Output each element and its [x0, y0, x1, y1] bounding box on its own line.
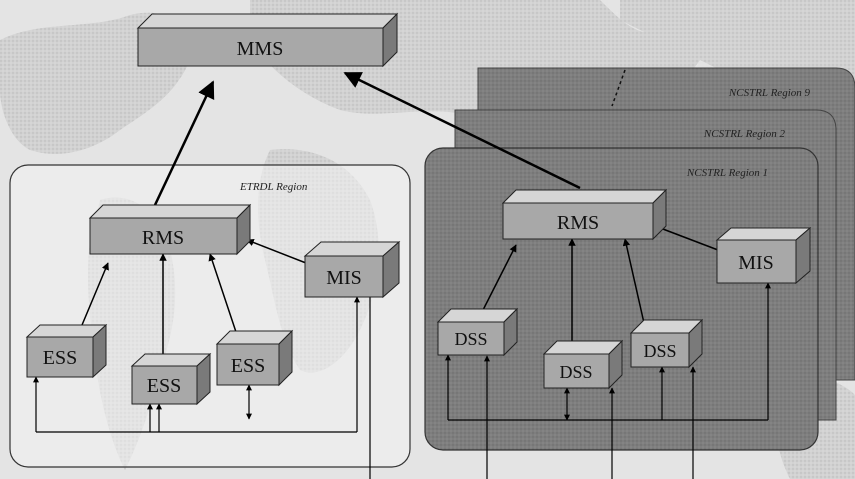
ncstrl-mis-label: MIS	[738, 252, 774, 274]
etrdl-ess-mid-label: ESS	[147, 375, 181, 397]
region-label-ncstrl-9: NCSTRL Region 9	[728, 87, 811, 99]
etrdl-ess-mid-box[interactable]: ESS	[130, 352, 212, 406]
ncstrl-dss-mid-label: DSS	[559, 362, 592, 382]
arrow-dss-left-to-rms	[481, 244, 517, 313]
mms-label: MMS	[237, 38, 284, 60]
region-label-etrdl: ETRDL Region	[239, 181, 308, 193]
etrdl-ess-right-label: ESS	[231, 355, 265, 377]
etrdl-ess-right-box[interactable]: ESS	[215, 329, 294, 387]
region-label-ncstrl-1: NCSTRL Region 1	[686, 167, 768, 179]
ncstrl-dss-right-label: DSS	[643, 341, 676, 361]
ncstrl-rms-label: RMS	[557, 212, 599, 234]
arrow-ess-right-to-rms	[208, 253, 237, 333]
ncstrl-dss-mid-box[interactable]: DSS	[542, 339, 624, 390]
etrdl-mis-label: MIS	[326, 267, 362, 289]
connectors	[33, 71, 771, 479]
etrdl-rms-box[interactable]: RMS	[88, 203, 252, 256]
arrow-mis-to-rms	[246, 238, 307, 264]
arrow-ess-left-to-rms	[81, 262, 109, 326]
region-label-ncstrl-2: NCSTRL Region 2	[703, 128, 786, 140]
arrow-etrdl-rms-to-mms	[153, 80, 215, 206]
arrow-dss-right-to-rms	[622, 238, 645, 324]
ncstrl-dss-right-box[interactable]: DSS	[629, 318, 704, 369]
etrdl-ess-left-box[interactable]: ESS	[25, 323, 108, 379]
ncstrl-dss-left-box[interactable]: DSS	[436, 307, 519, 357]
arrow-nc-rms-to-mms	[343, 71, 581, 190]
ncstrl-rms-box[interactable]: RMS	[501, 188, 668, 241]
arrow-nc-mis-to-rms	[654, 224, 719, 251]
etrdl-mis-box[interactable]: MIS	[303, 240, 401, 299]
ellipsis-divider	[611, 69, 626, 107]
ncstrl-dss-left-label: DSS	[454, 329, 487, 349]
etrdl-rms-label: RMS	[142, 227, 184, 249]
ncstrl-mis-box[interactable]: MIS	[715, 226, 812, 285]
etrdl-ess-left-label: ESS	[43, 347, 77, 369]
mms-box[interactable]: MMS	[136, 12, 399, 68]
